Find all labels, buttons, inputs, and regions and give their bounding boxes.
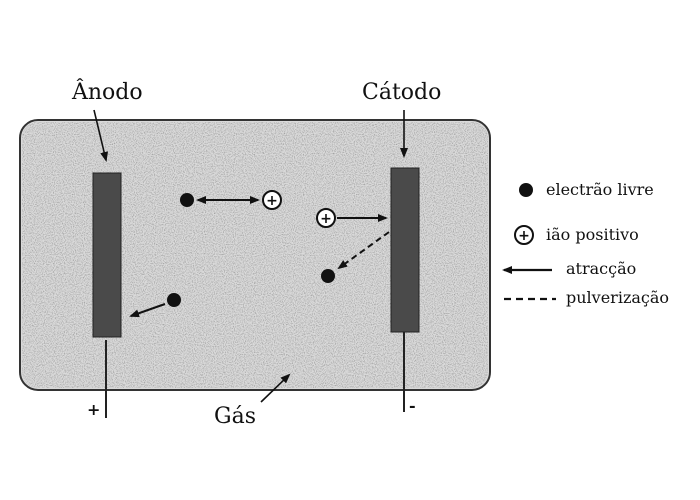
- gas-label: Gás: [214, 404, 256, 429]
- legend-ion-symbol: +: [514, 225, 534, 245]
- anode-polarity-sign: +: [87, 400, 101, 419]
- positive-ion-particle: +: [262, 190, 282, 210]
- free-electron-particle: [180, 193, 194, 207]
- anode-label: Ânodo: [72, 80, 143, 105]
- positive-ion-particle: +: [316, 208, 336, 228]
- anode-electrode: [92, 172, 122, 418]
- legend-ion-label: ião positivo: [546, 225, 639, 244]
- legend-sputtering-label: pulverização: [566, 288, 670, 307]
- legend-electron-symbol: [519, 183, 533, 197]
- gas-chamber: [19, 119, 491, 391]
- ion-symbol: +: [266, 193, 278, 209]
- attraction-arrow: [129, 303, 166, 318]
- gas-pointer-arrow: [260, 373, 291, 403]
- cathode-label: Cátodo: [362, 80, 442, 105]
- free-electron-particle: [167, 293, 181, 307]
- sputtering-arrow: [337, 231, 390, 270]
- legend-electron-label: electrão livre: [546, 180, 654, 199]
- anode-pointer-arrow: [93, 109, 109, 162]
- free-electron-particle: [321, 269, 335, 283]
- ion-symbol: +: [518, 228, 530, 244]
- ion-symbol: +: [320, 211, 332, 227]
- cathode-electrode: [390, 167, 420, 412]
- cathode-polarity-sign: -: [409, 396, 416, 415]
- legend-attraction-label: atracção: [566, 259, 637, 278]
